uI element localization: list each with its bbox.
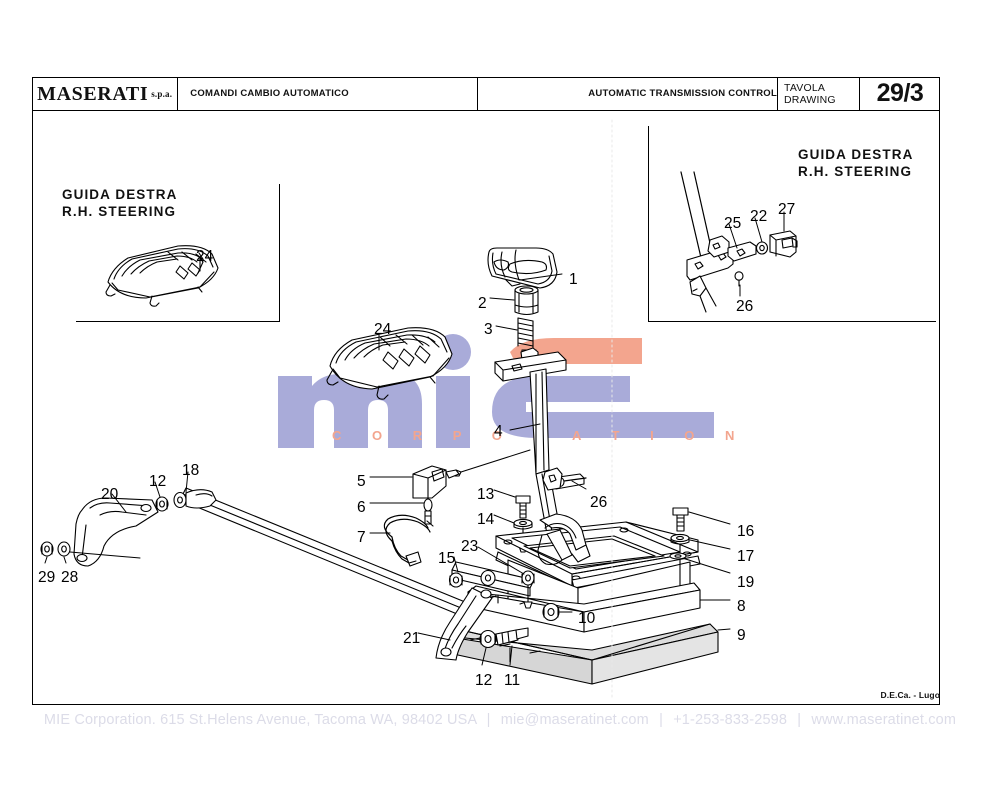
footer-separator-1: | (486, 712, 491, 728)
title-english: AUTOMATIC TRANSMISSION CONTROL (588, 88, 777, 99)
title-english-cell: AUTOMATIC TRANSMISSION CONTROL (478, 77, 778, 110)
callout-14: 14 (477, 511, 495, 528)
callout-20: 20 (101, 486, 119, 503)
inset-right-title-en: R.H. STEERING (798, 164, 913, 179)
callout-22: 22 (750, 208, 768, 225)
callout-29: 29 (38, 569, 56, 586)
footer-separator-3: | (797, 712, 802, 728)
callout-26: 26 (590, 494, 608, 511)
title-italian: COMANDI CAMBIO AUTOMATICO (190, 88, 349, 99)
callout-2: 2 (478, 295, 487, 312)
callout-10: 10 (578, 610, 596, 627)
callout-7: 7 (357, 529, 366, 546)
callout-16: 16 (737, 523, 755, 540)
callout-26: 26 (736, 298, 754, 315)
callout-24: 24 (374, 321, 392, 338)
callout-25: 25 (724, 215, 742, 232)
callout-19: 19 (737, 574, 755, 591)
callout-28: 28 (61, 569, 79, 586)
drawing-label: DRAWING (784, 93, 836, 106)
footer-website[interactable]: www.maseratinet.com (811, 712, 957, 728)
tavola-cell: TAVOLA DRAWING (778, 77, 860, 110)
callout-23: 23 (461, 538, 479, 555)
inset-left-title: GUIDA DESTRA R.H. STEERING (62, 186, 177, 220)
footer-separator-2: | (659, 712, 663, 728)
inset-right-title-it: GUIDA DESTRA (798, 147, 914, 162)
callout-11: 11 (504, 672, 521, 689)
deca-credit: D.E.Ca. - Lugo (880, 690, 940, 700)
brand-suffix: s.p.a. (151, 88, 173, 99)
callout-17: 17 (737, 548, 755, 565)
callout-12: 12 (475, 672, 493, 689)
drawing-frame (32, 77, 940, 705)
footer-phone: +1-253-833-2598 (673, 712, 788, 728)
callout-13: 13 (477, 486, 495, 503)
footer-email[interactable]: mie@maseratinet.com (500, 712, 649, 728)
callout-4: 4 (494, 423, 503, 440)
callout-9: 9 (737, 627, 746, 644)
inset-left-title-en: R.H. STEERING (62, 204, 177, 219)
inset-panel-left-rh-steering (76, 184, 280, 322)
callout-24: 24 (196, 248, 214, 265)
callout-12: 12 (149, 473, 167, 490)
callout-5: 5 (357, 473, 366, 490)
title-bar: MASERATI s.p.a. COMANDI CAMBIO AUTOMATIC… (32, 77, 940, 111)
footer-contact-bar: MIE Corporation. 615 St.Helens Avenue, T… (0, 712, 1000, 728)
callout-1: 1 (569, 271, 578, 288)
drawing-number-cell: 29/3 (860, 77, 940, 110)
brand-name: MASERATI (37, 82, 149, 105)
footer-company: MIE Corporation. 615 St.Helens Avenue, T… (43, 712, 477, 728)
callout-27: 27 (778, 201, 796, 218)
tavola-label: TAVOLA (784, 81, 826, 94)
inset-right-title: GUIDA DESTRA R.H. STEERING (798, 146, 913, 180)
inset-left-title-it: GUIDA DESTRA (62, 187, 178, 202)
title-italian-cell: COMANDI CAMBIO AUTOMATICO (178, 77, 479, 110)
inset-panel-right-rh-steering (648, 126, 936, 322)
drawing-number: 29/3 (876, 79, 924, 107)
callout-21: 21 (403, 630, 421, 647)
callout-15: 15 (438, 550, 456, 567)
callout-8: 8 (737, 598, 746, 615)
callout-6: 6 (357, 499, 366, 516)
brand-cell: MASERATI s.p.a. (32, 77, 179, 110)
callout-18: 18 (182, 462, 200, 479)
callout-3: 3 (484, 321, 493, 338)
